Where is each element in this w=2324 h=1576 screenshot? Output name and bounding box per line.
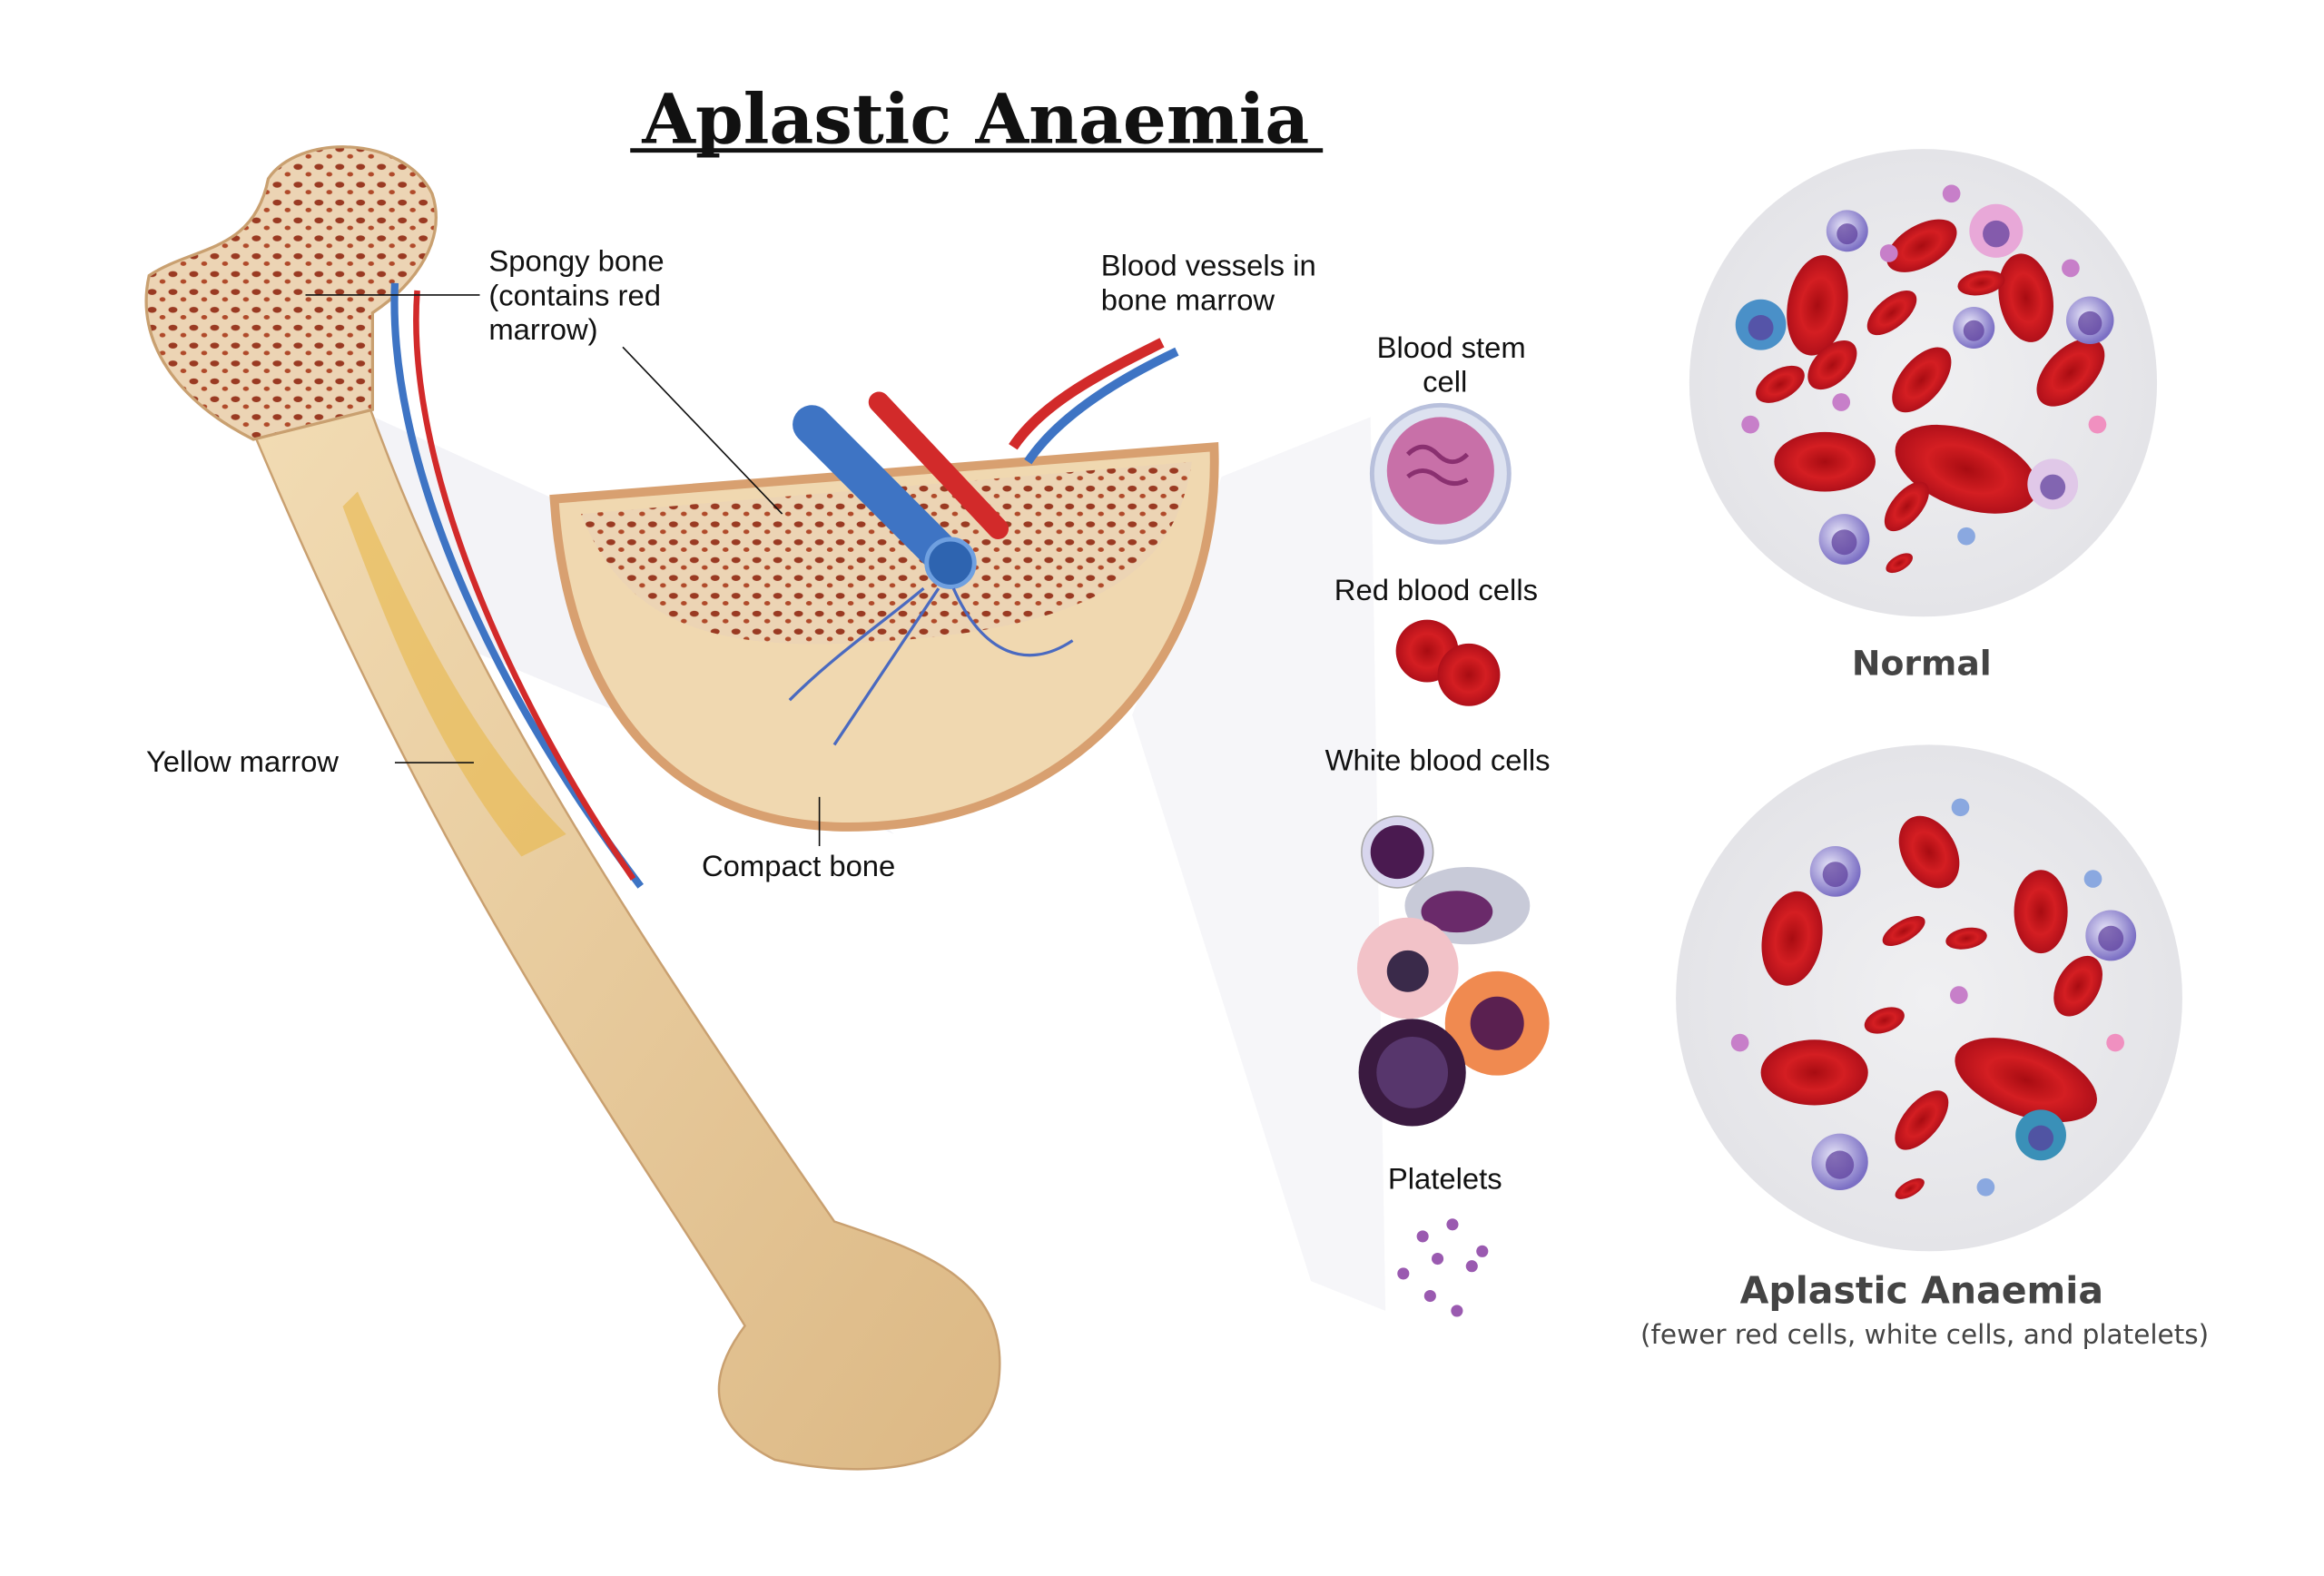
red-blood-cell	[1895, 424, 2038, 514]
red-blood-cell	[2036, 338, 2105, 407]
label-stem-cell: Blood stem cell	[1377, 330, 1534, 399]
red-blood-cell	[1998, 253, 2053, 342]
red-blood-cell	[1945, 927, 1987, 950]
red-blood-cell	[1761, 891, 1823, 986]
red-blood-cell	[1882, 916, 1925, 946]
red-blood-cell	[1760, 1039, 1868, 1106]
cell-nucleus	[2098, 925, 2124, 951]
label-compact-bone: Compact bone	[702, 849, 895, 882]
platelet	[1832, 393, 1851, 411]
platelet	[1879, 244, 1898, 262]
platelet	[2083, 870, 2102, 888]
label-platelets: Platelets	[1388, 1161, 1502, 1195]
platelet	[1423, 1289, 1436, 1303]
red-blood-cell	[1892, 347, 1952, 413]
red-blood-cell	[1866, 291, 1917, 336]
platelet	[1416, 1230, 1429, 1243]
label-white-blood-cells: White blood cells	[1325, 743, 1551, 776]
red-blood-cell	[2053, 955, 2102, 1017]
aplastic-label: Aplastic Anaemia	[1740, 1269, 2103, 1313]
platelet	[1951, 798, 1970, 817]
platelet	[1730, 1033, 1749, 1052]
aplastic-cells	[1730, 798, 2137, 1199]
bone-cross-section	[549, 338, 1219, 832]
cell-nucleus	[1748, 315, 1774, 340]
red-blood-cell	[1886, 553, 1914, 574]
leader-spongy-2	[622, 346, 783, 515]
platelets-icon	[1397, 1218, 1489, 1317]
red-blood-cell	[1774, 431, 1876, 492]
red-blood-cell	[1787, 255, 1848, 356]
page-title: Aplastic Anaemia	[641, 79, 1309, 160]
cell-nucleus	[1983, 220, 2010, 248]
platelet	[1741, 415, 1759, 434]
platelet	[1957, 527, 1975, 546]
platelet	[1451, 1305, 1463, 1317]
femur-bone	[144, 145, 1001, 1471]
red-blood-cell	[2014, 870, 2068, 954]
platelet	[1942, 184, 1961, 203]
cell-nucleus	[2040, 474, 2066, 500]
normal-cells	[1735, 184, 2114, 574]
aplastic-caption: (fewer red cells, white cells, and plate…	[1640, 1319, 2209, 1350]
cell-nucleus	[1963, 320, 1984, 341]
platelet	[1431, 1252, 1444, 1266]
platelet	[1476, 1245, 1489, 1257]
stem-cell-icon	[1369, 402, 1512, 545]
red-blood-cell	[1895, 1177, 1925, 1199]
platelet	[1950, 986, 1968, 1004]
cell-nucleus	[1831, 529, 1857, 556]
red-blood-cell	[1807, 340, 1857, 390]
red-blood-cell	[1955, 1038, 2097, 1123]
cell-nucleus	[1837, 223, 1858, 245]
cell-nucleus	[2028, 1125, 2054, 1151]
red-blood-cell	[1886, 219, 1957, 272]
red-blood-cell	[1864, 1007, 1905, 1034]
platelet	[2106, 1033, 2124, 1052]
platelet	[1397, 1267, 1410, 1280]
cell-nucleus	[1822, 862, 1848, 888]
yellow-marrow-region	[342, 491, 566, 857]
red-blood-cell	[1898, 815, 1960, 889]
cell-nucleus	[2078, 310, 2102, 336]
label-yellow-marrow: Yellow marrow	[146, 744, 339, 778]
red-blood-cell	[1756, 365, 1805, 403]
cell-nucleus	[1825, 1150, 1855, 1179]
platelet	[2088, 415, 2107, 434]
zoom-cone-right	[1132, 417, 1386, 1311]
platelet	[1446, 1218, 1459, 1231]
platelet	[1976, 1177, 1995, 1197]
red-blood-cell	[1957, 271, 2005, 296]
red-blood-cells-icon	[1395, 619, 1501, 706]
red-blood-cell	[1895, 1090, 1949, 1150]
label-red-blood-cells: Red blood cells	[1334, 573, 1538, 606]
normal-label: Normal	[1852, 643, 1992, 683]
label-spongy-bone: Spongy bone (contains red marrow)	[488, 244, 672, 346]
white-blood-cells-icon	[1356, 815, 1550, 1127]
red-blood-cell	[1884, 481, 1929, 532]
label-blood-vessels: Blood vessels in bone marrow	[1101, 249, 1324, 317]
platelet	[1465, 1260, 1478, 1273]
platelet	[2062, 259, 2080, 278]
